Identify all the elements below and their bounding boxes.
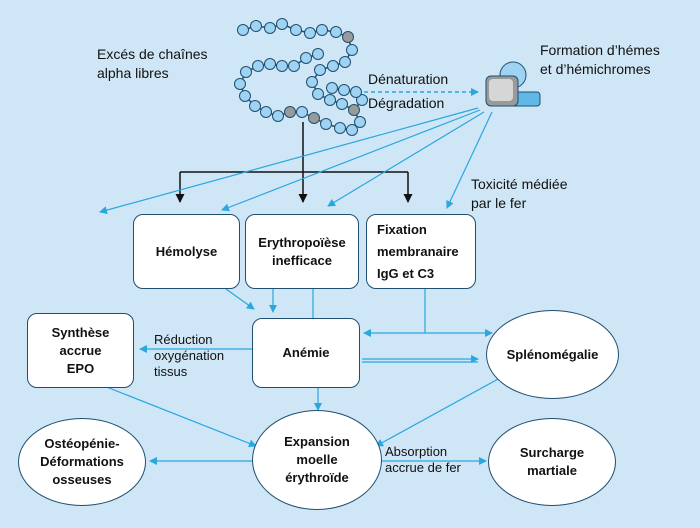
chain-effects-tree: [175, 122, 413, 203]
anemia-box: Anémie: [252, 318, 360, 388]
iron-absorption-label: Absorption accrue de fer: [385, 444, 461, 475]
denaturation-label: Dénaturation: [368, 71, 449, 87]
ineffective-erythropoiesis-box: Erythropoïèse inefficace: [245, 214, 359, 289]
degradation-label: Dégradation: [368, 95, 445, 111]
splenomegaly-ellipse: Splénomégalie: [486, 310, 619, 399]
iron-overload-ellipse: Surcharge martiale: [488, 418, 616, 506]
epo-synthesis-box: Synthèse accrue EPO: [27, 313, 134, 388]
alpha-chain-bead-string-icon: [234, 18, 368, 136]
blue-arrows: [99, 107, 501, 465]
reduced-oxygenation-label: Réduction oxygénation tissus: [154, 332, 225, 379]
hemolysis-box: Hémolyse: [133, 214, 240, 289]
heme-formation-label: Formation d’hémes et d’hémichromes: [540, 42, 660, 77]
iron-toxicity-label: Toxicité médiée par le fer: [471, 176, 568, 211]
membrane-binding-box: Fixation membranaire IgG et C3: [366, 214, 476, 289]
hemichrome-cube-icon: [485, 61, 541, 107]
marrow-expansion-ellipse: Expansion moelle érythroïde: [252, 410, 382, 510]
osteopenia-ellipse: Ostéopénie- Déformations osseuses: [18, 418, 146, 506]
excess-chains-label: Excés de chaînes alpha libres: [97, 46, 208, 81]
